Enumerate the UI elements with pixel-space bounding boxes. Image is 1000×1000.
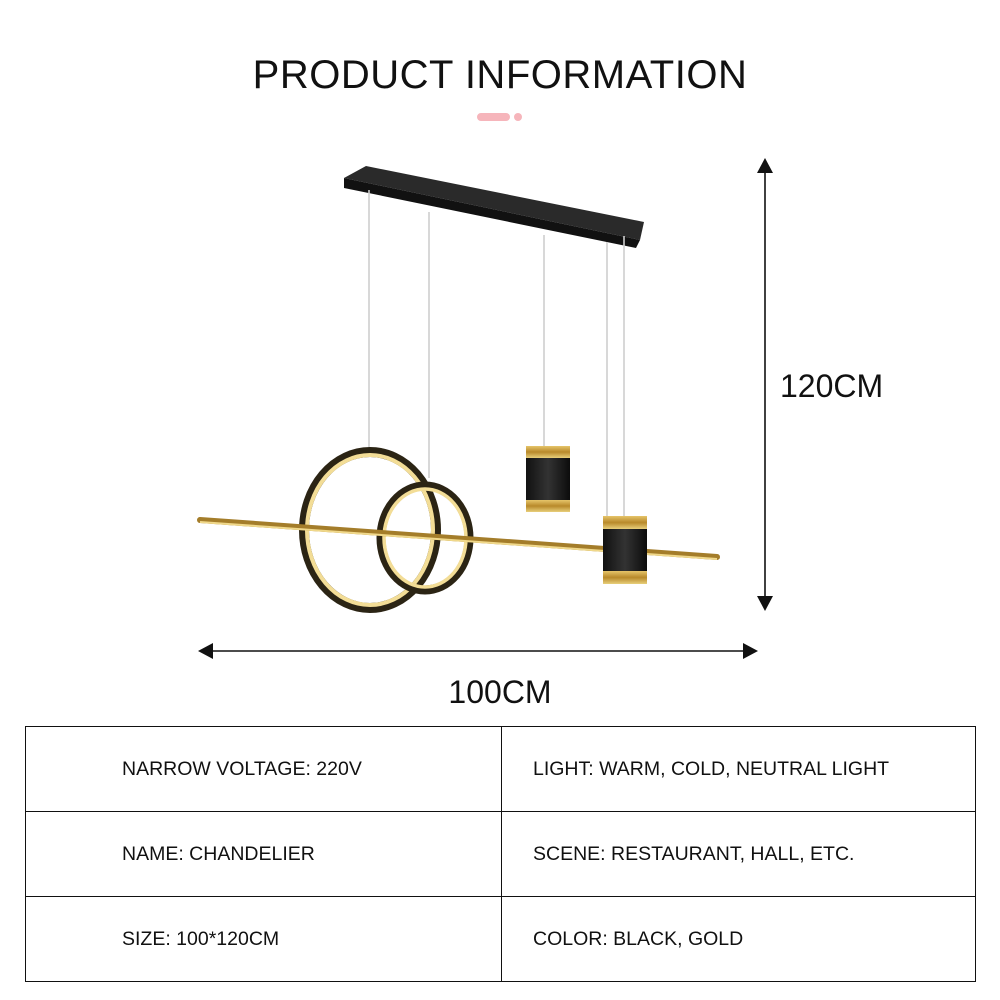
width-dimension-arrow (198, 643, 758, 659)
spec-voltage: NARROW VOLTAGE: 220V (25, 726, 502, 812)
title-accent-dot (514, 113, 522, 121)
table-row: NARROW VOLTAGE: 220V LIGHT: WARM, COLD, … (25, 726, 976, 812)
height-dimension-arrow (757, 158, 773, 611)
table-row: NAME: CHANDELIER SCENE: RESTAURANT, HALL… (25, 811, 976, 897)
spec-name: NAME: CHANDELIER (25, 811, 502, 897)
cylinder-light-upper (526, 446, 570, 512)
chandelier-illustration (197, 158, 773, 659)
cylinder-light-lower (603, 516, 647, 584)
width-dimension-label: 100CM (448, 674, 552, 710)
page-title: PRODUCT INFORMATION (252, 53, 748, 97)
spec-color: COLOR: BLACK, GOLD (501, 896, 976, 982)
suspension-cables (368, 190, 625, 518)
title-accent-dash (477, 113, 510, 121)
height-dimension-label: 120CM (780, 368, 884, 404)
table-row: SIZE: 100*120CM COLOR: BLACK, GOLD (25, 896, 976, 982)
spec-light: LIGHT: WARM, COLD, NEUTRAL LIGHT (501, 726, 976, 812)
ceiling-canopy (344, 166, 644, 248)
spec-table: NARROW VOLTAGE: 220V LIGHT: WARM, COLD, … (25, 726, 976, 982)
spec-size: SIZE: 100*120CM (25, 896, 502, 982)
spec-scene: SCENE: RESTAURANT, HALL, ETC. (501, 811, 976, 897)
